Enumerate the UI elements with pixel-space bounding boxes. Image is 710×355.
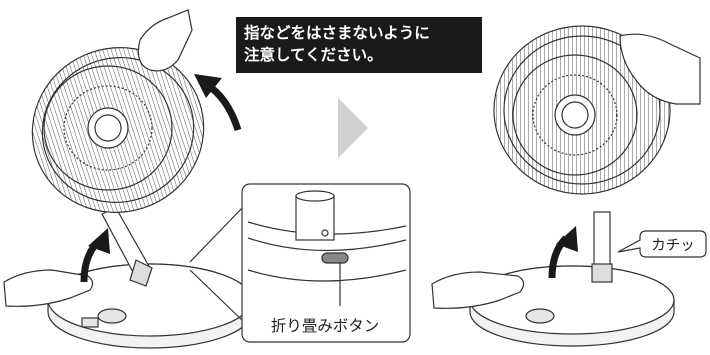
right-fan-illustration <box>431 25 701 347</box>
zoom-inset <box>189 183 411 343</box>
rotate-arrowhead <box>88 228 110 254</box>
warning-line-1: 指などをはさまないように <box>244 24 430 42</box>
rise-arrowhead <box>556 226 578 252</box>
tilt-up-arrowhead <box>194 74 222 98</box>
fold-button-label: 折り畳みボタン <box>270 317 380 335</box>
click-sound-label: カチッ <box>651 237 695 254</box>
warning-line-2: 注意してください。 <box>244 46 383 64</box>
step-arrow-icon <box>338 98 368 158</box>
left-fan-illustration <box>3 9 253 349</box>
click-bubble <box>617 230 707 258</box>
warning-box: 指などをはさまないように 注意してください。 <box>236 17 482 73</box>
